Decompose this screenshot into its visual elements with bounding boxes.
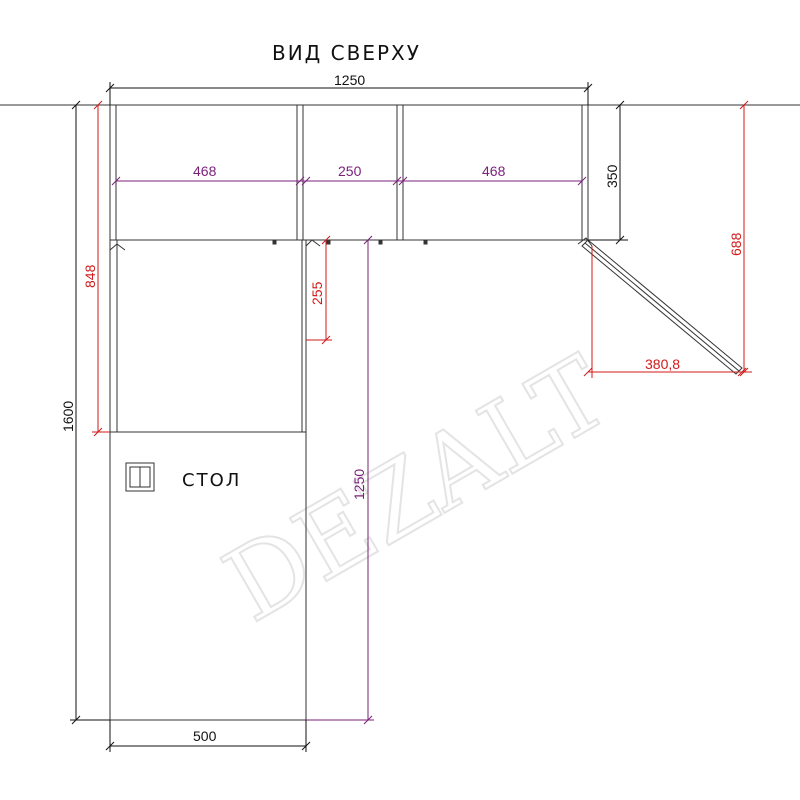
dim-desk-width-label: 500 xyxy=(193,728,217,744)
cabinet-outline xyxy=(109,104,589,241)
dim-overall-width xyxy=(105,82,593,105)
dim-left-height xyxy=(92,100,110,437)
page-title: ВИД СВЕРХУ xyxy=(272,41,421,65)
desk-label: СТОЛ xyxy=(182,470,241,491)
desk xyxy=(109,239,321,721)
dim-door-swing-label: 380,8 xyxy=(645,356,680,372)
swing-door xyxy=(577,237,743,375)
door-hinge xyxy=(577,237,593,247)
top-cabinet xyxy=(109,104,589,245)
dim-cabinet-depth xyxy=(588,100,628,245)
dim-cabinet-depth-label: 350 xyxy=(604,164,620,188)
dim-section-middle-label: 250 xyxy=(338,163,362,179)
dim-total-length xyxy=(70,100,110,725)
hinge-3 xyxy=(378,239,383,245)
socket-icon xyxy=(125,462,155,492)
left-panel-outline xyxy=(109,239,118,433)
dim-bracket-offset-label: 255 xyxy=(309,281,325,305)
dim-door-swing xyxy=(583,246,747,378)
dim-bracket-offset xyxy=(306,235,332,345)
watermark: DEZALT xyxy=(205,332,629,645)
left-hinge xyxy=(109,243,126,251)
dim-total-length-label: 1600 xyxy=(60,401,76,432)
dim-left-height-label: 848 xyxy=(82,264,98,288)
dim-door-projection-label: 688 xyxy=(728,232,744,256)
door-leaf-center xyxy=(584,242,740,372)
dim-door-projection xyxy=(736,100,752,377)
dim-section-left-label: 468 xyxy=(193,163,217,179)
desk-panel xyxy=(301,239,307,433)
door-leaf xyxy=(581,239,743,375)
desk-outline xyxy=(109,431,307,721)
dim-sections xyxy=(111,176,587,186)
hinge-2 xyxy=(326,239,331,245)
dim-section-right-label: 468 xyxy=(482,163,506,179)
hinge-1 xyxy=(272,239,277,245)
dim-desk-width xyxy=(105,720,311,752)
dim-overall-width-label: 1250 xyxy=(334,72,365,88)
dim-desk-length-label: 1250 xyxy=(351,469,367,500)
watermark-text: DEZALT xyxy=(206,333,628,644)
hinge-4 xyxy=(423,239,428,245)
left-panel xyxy=(109,239,126,433)
dim-desk-length xyxy=(306,235,374,725)
desk-bracket xyxy=(305,239,321,247)
